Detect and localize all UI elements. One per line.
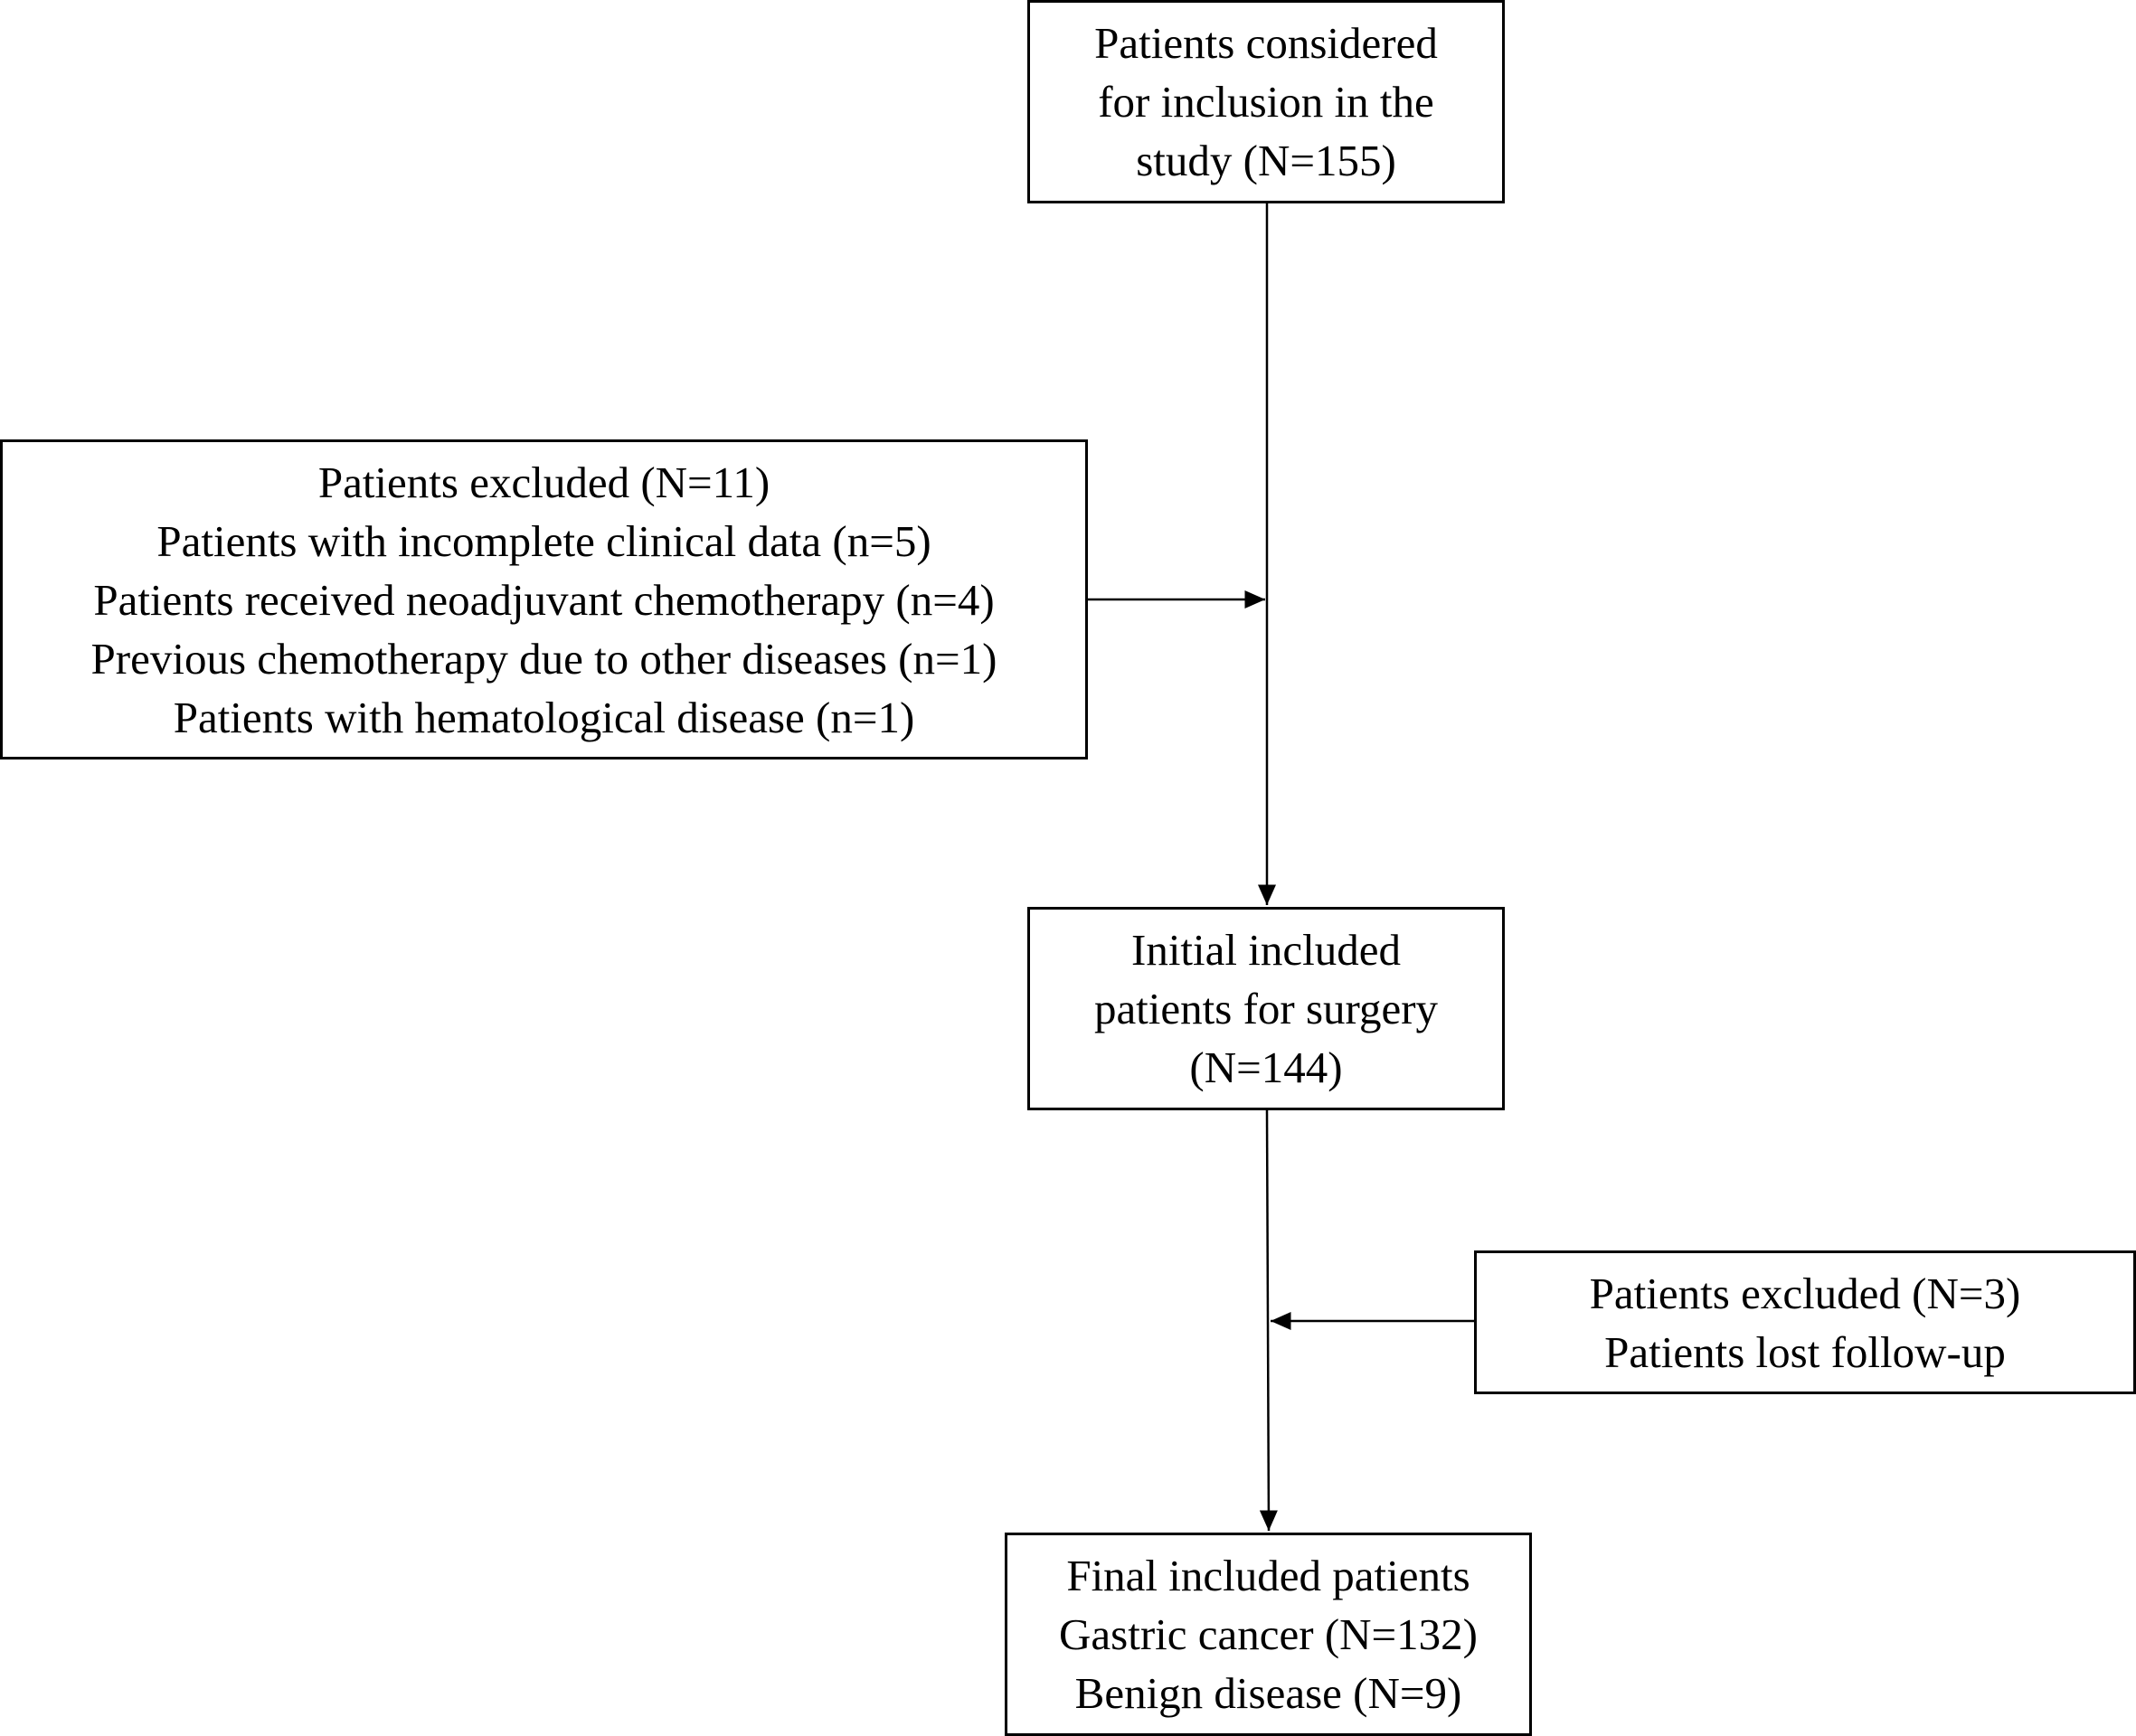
box-line: Patients considered bbox=[1094, 18, 1438, 68]
box-line: Final included patients bbox=[1066, 1551, 1470, 1600]
box-line: Patients received neoadjuvant chemothera… bbox=[93, 574, 995, 625]
arrow-initial-to-final bbox=[1259, 1109, 1278, 1532]
box-line: Initial included bbox=[1131, 925, 1401, 975]
box-line: (N=144) bbox=[1189, 1043, 1343, 1092]
box-line: Patients excluded (N=3) bbox=[1589, 1268, 2021, 1318]
box-patients-considered: Patients considered for inclusion in the… bbox=[1027, 0, 1505, 203]
box-line: Patients excluded (N=11) bbox=[317, 457, 770, 507]
box-initial-included: Initial included patients for surgery (N… bbox=[1027, 907, 1505, 1110]
box-line: Benign disease (N=9) bbox=[1074, 1668, 1462, 1718]
box-line: for inclusion in the bbox=[1098, 77, 1434, 127]
box-line: patients for surgery bbox=[1093, 984, 1439, 1033]
box-final-included: Final included patients Gastric cancer (… bbox=[1005, 1533, 1532, 1736]
box-line: Patients with hematological disease (n=1… bbox=[173, 692, 915, 742]
box-line: Previous chemotherapy due to other disea… bbox=[90, 633, 997, 684]
box-line: Patients with incomplete clinical data (… bbox=[156, 515, 931, 566]
box-line: Gastric cancer (N=132) bbox=[1059, 1609, 1478, 1659]
box-patients-excluded-first: Patients excluded (N=11) Patients with i… bbox=[0, 439, 1088, 760]
box-line: study (N=155) bbox=[1136, 136, 1396, 185]
box-patients-excluded-second: Patients excluded (N=3) Patients lost fo… bbox=[1474, 1250, 2136, 1394]
box-line: Patients lost follow-up bbox=[1604, 1326, 2006, 1377]
